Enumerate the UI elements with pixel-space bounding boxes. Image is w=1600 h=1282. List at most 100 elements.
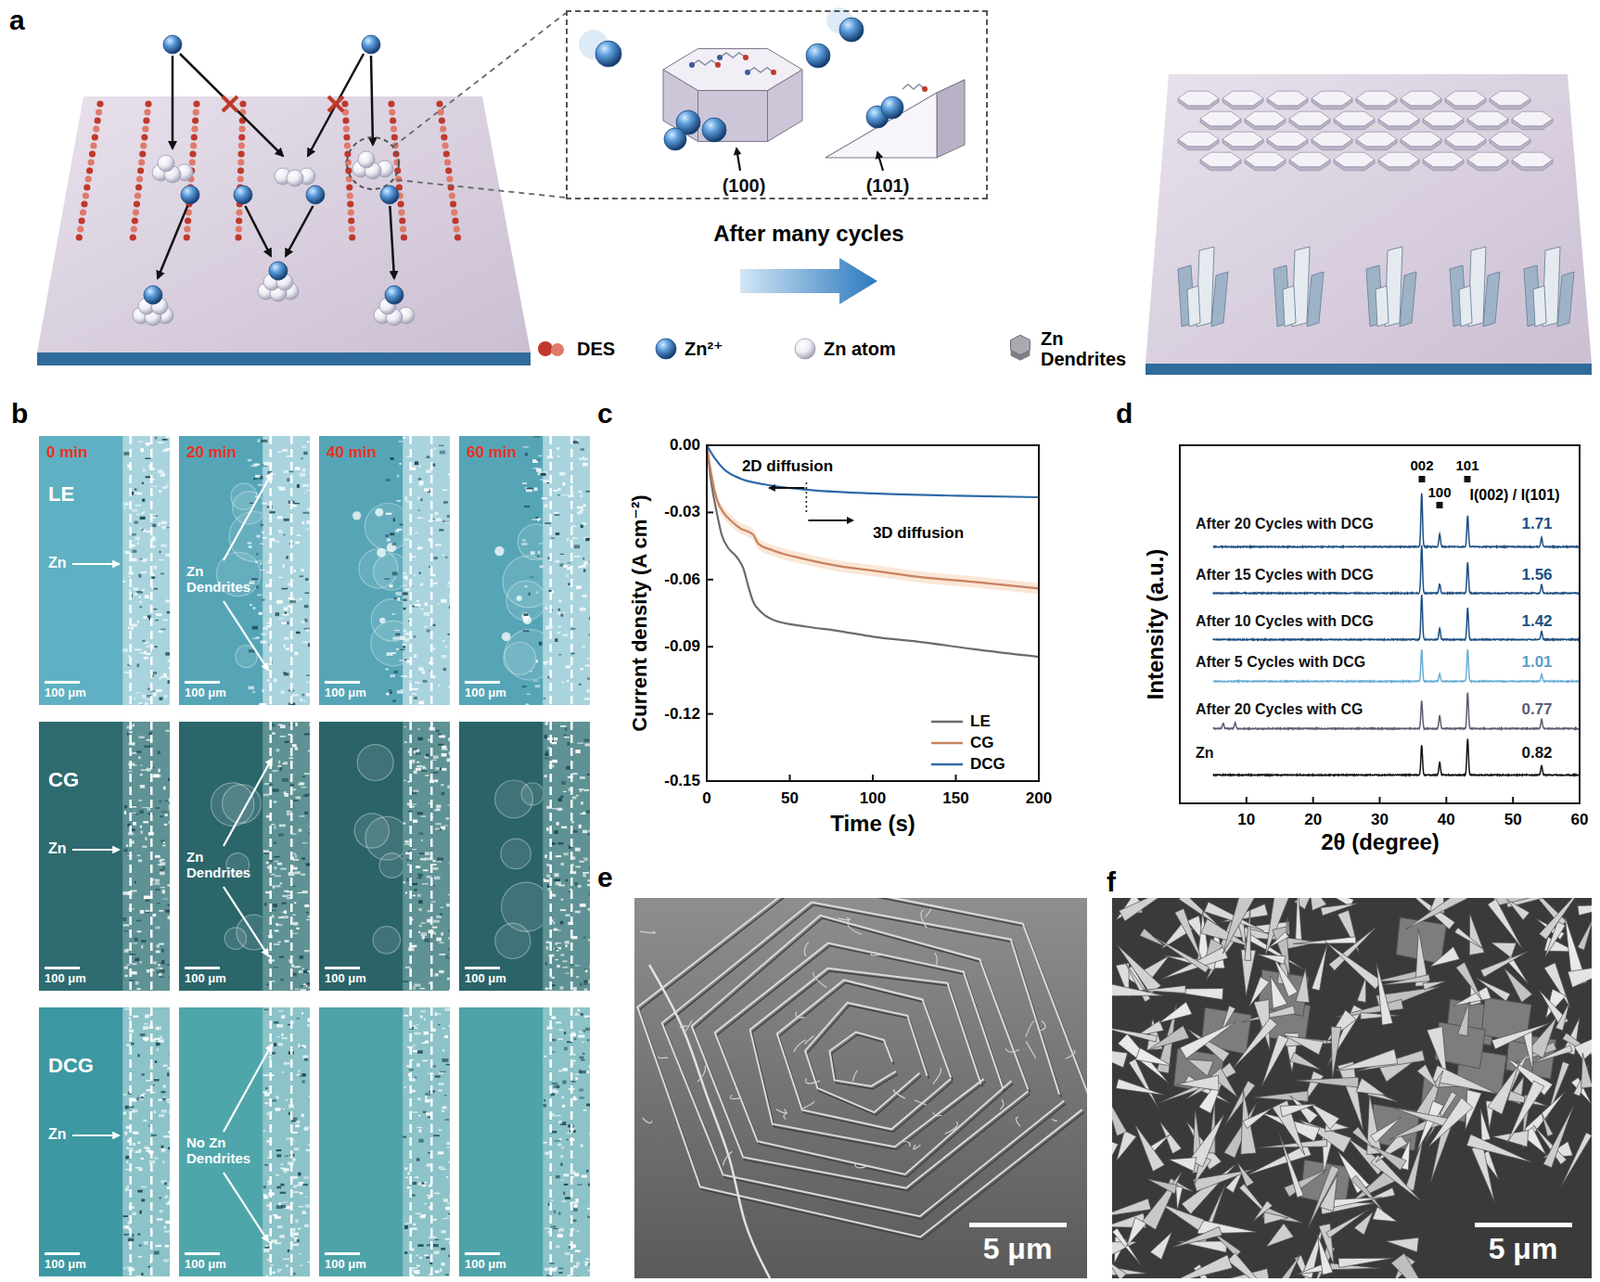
zn-speckle [166, 1186, 170, 1190]
zn-speckle [292, 858, 299, 861]
zn-speckle [131, 627, 134, 630]
zn-speckle [588, 939, 590, 942]
zn-speckle [305, 592, 310, 594]
des-dot [96, 100, 103, 107]
zn-speckle [562, 482, 565, 487]
zn-speckle [547, 883, 550, 888]
zn-speckle [268, 1055, 272, 1060]
zn-speckle [166, 677, 169, 680]
zn-speckle [132, 821, 137, 826]
zn-speckle [294, 1218, 299, 1223]
zn-speckle [160, 573, 165, 576]
zn-speckle [162, 438, 168, 441]
zn-speckle [307, 915, 310, 918]
zn-speckle [406, 1225, 410, 1227]
zn-speckle [307, 440, 310, 443]
zn-speckle [551, 893, 555, 896]
zn-speckle [281, 895, 288, 897]
zn-ion-sphere [143, 285, 163, 305]
zn-speckle [416, 599, 420, 602]
zn-speckle [156, 967, 164, 969]
des-dot [142, 116, 150, 124]
zn-speckle [434, 512, 438, 515]
zn-speckle [130, 971, 138, 974]
zn-speckle [448, 930, 450, 932]
zn-speckle [273, 929, 279, 932]
zn-speckle [290, 784, 295, 787]
pointer-arrow [72, 848, 119, 851]
zn-speckle [522, 685, 527, 688]
zn-speckle [280, 1183, 284, 1187]
inset-art [578, 7, 965, 171]
zn-speckle [433, 920, 440, 923]
zn-speckle [162, 889, 166, 894]
zn-speckle [263, 1074, 270, 1076]
zn-speckle [395, 633, 400, 636]
zn-speckle [564, 913, 570, 917]
zn-speckle [282, 534, 285, 536]
zn-speckle [132, 942, 138, 944]
zn-speckle [140, 764, 142, 766]
zn-plate-top [1289, 111, 1331, 127]
zn-speckle [575, 964, 580, 966]
zn-speckle [393, 670, 398, 674]
des-dot [86, 166, 93, 174]
zn-speckle [425, 1112, 432, 1115]
zn-speckle [388, 689, 391, 692]
zn-strip [122, 435, 170, 705]
des-dot [237, 175, 244, 182]
dendrite-swatch [1011, 334, 1031, 356]
zn-speckle [446, 1063, 450, 1065]
zn-speckle [294, 1147, 300, 1151]
zn-speckle [584, 738, 589, 742]
des-molecule [719, 52, 746, 58]
zn-speckle [445, 1273, 450, 1276]
zn-plate-top [1356, 90, 1397, 106]
des-atom [921, 86, 928, 92]
zn-speckle [153, 608, 157, 610]
zn-speckle [302, 446, 308, 448]
zn-plate-top [1333, 111, 1375, 127]
zn-speckle [584, 561, 589, 565]
zn-speckle [281, 915, 289, 919]
zn-speckle [420, 1010, 426, 1012]
des-dot [345, 166, 352, 174]
zn-speckle [437, 603, 440, 605]
zn-speckle [294, 854, 298, 858]
zn-strip [402, 435, 450, 705]
zn-speckle [252, 626, 258, 630]
zn-speckle [294, 746, 298, 750]
zn-speckle [268, 783, 273, 785]
zn-speckle [425, 754, 430, 757]
des-dot [139, 150, 146, 157]
zn-speckle [539, 565, 544, 568]
des-dot [140, 133, 148, 141]
zn-speckle [159, 976, 165, 978]
gas-spot [386, 542, 397, 552]
zn-speckle [249, 502, 254, 504]
des-dot [397, 208, 405, 216]
zn-speckle [588, 588, 590, 589]
zn-speckle [137, 1140, 141, 1144]
zn-speckle [294, 722, 297, 727]
zn-speckle [281, 588, 288, 590]
zn-speckle [292, 504, 296, 508]
zn-speckle [560, 725, 567, 728]
zn-ion-sphere [180, 185, 200, 205]
zn-speckle [253, 606, 256, 610]
zn-speckle [156, 1217, 164, 1220]
zn-speckle [262, 627, 269, 630]
zn-speckle [435, 767, 440, 770]
zn-speckle [385, 478, 391, 481]
zn-speckle [524, 585, 527, 588]
tile-ground [319, 1007, 450, 1277]
zn-speckle [304, 904, 309, 908]
electrode-edge [150, 721, 154, 991]
zn-speckle [563, 736, 570, 738]
zn-speckle [588, 560, 590, 563]
zn-speckle [283, 761, 288, 763]
zn-speckle [584, 987, 589, 991]
zn-speckle [448, 1254, 450, 1257]
zn-speckle [263, 1009, 269, 1011]
gas-spot [352, 511, 361, 520]
